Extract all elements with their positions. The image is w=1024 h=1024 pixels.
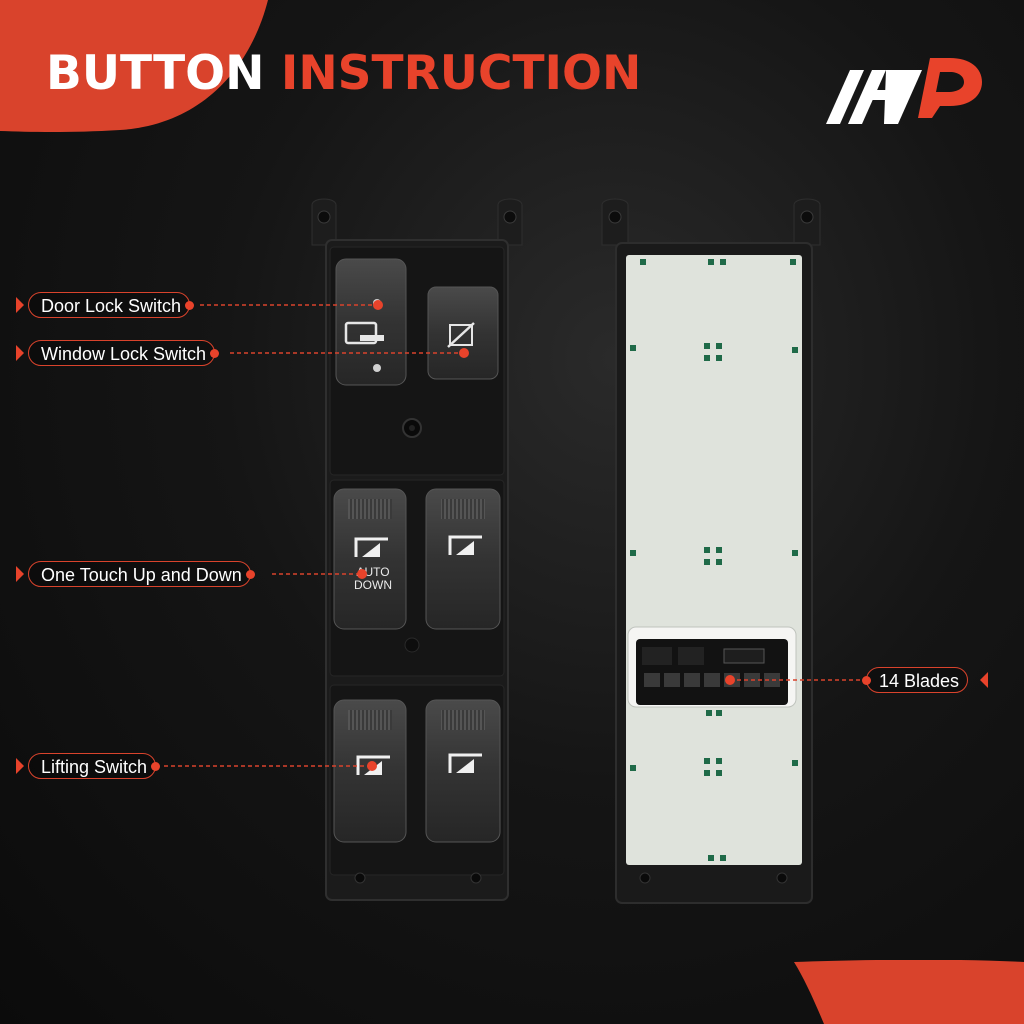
callout-dot (151, 762, 161, 771)
callout-window-lock-switch: Window Lock Switch (28, 340, 220, 366)
title-part-white: BUTTON (46, 46, 265, 101)
callout-dot (185, 301, 195, 310)
callout-dot (862, 676, 871, 685)
down-label: DOWN (354, 578, 392, 592)
callout-door-lock-text: Door Lock Switch (41, 296, 182, 316)
callout-one-touch-text: One Touch Up and Down (41, 565, 242, 585)
callout-lifting-text: Lifting Switch (41, 757, 148, 777)
auto-label: AUTO (356, 565, 389, 579)
callout-blades-text: 14 Blades (879, 671, 960, 691)
title-part-orange: INSTRUCTION (280, 46, 642, 101)
callout-lifting-switch: Lifting Switch (28, 753, 161, 779)
callout-dot (210, 349, 220, 358)
callout-door-lock-switch: Door Lock Switch (28, 292, 195, 318)
callout-dot (245, 570, 255, 579)
callout-window-lock-text: Window Lock Switch (41, 344, 207, 364)
window-switch-panel: AUTO DOWN (311, 198, 523, 901)
page-title: BUTTON INSTRUCTION (46, 44, 641, 104)
corner-accent-bottom-right (794, 960, 1024, 1024)
a-premium-logo-icon (826, 58, 982, 124)
corner-accent-top-left (0, 0, 268, 132)
callout-14-blades: 14 Blades (862, 667, 969, 693)
switch-back-panel (601, 198, 821, 904)
callout-one-touch: One Touch Up and Down (28, 561, 255, 587)
